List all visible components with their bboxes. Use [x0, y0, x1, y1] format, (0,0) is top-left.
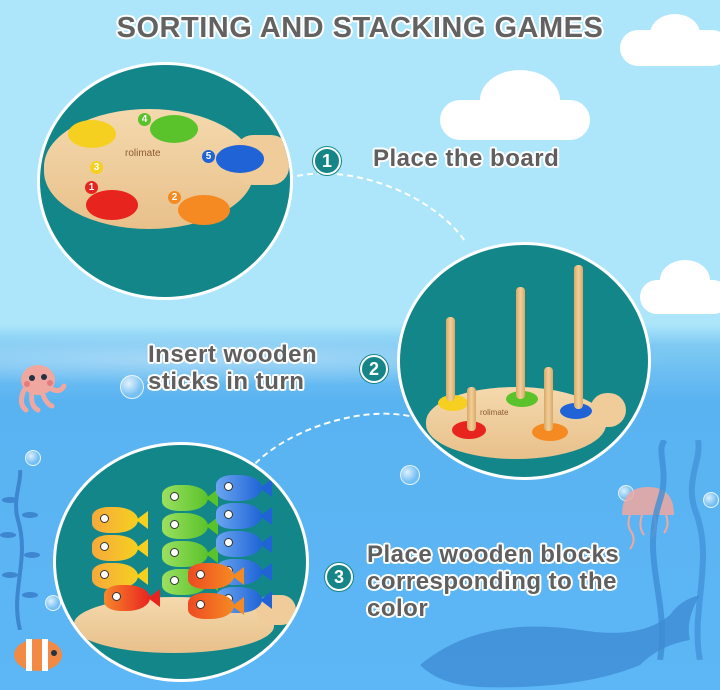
step-1-text: Place the board: [373, 145, 560, 172]
step-2-line-2: sticks in turn: [148, 368, 305, 395]
clownfish-icon: [10, 635, 66, 675]
cloud: [480, 70, 560, 130]
slot-orange: [532, 423, 568, 441]
slot-number-5: 5: [202, 150, 215, 163]
wooden-stick: [467, 387, 476, 431]
fish-block-green: [162, 513, 218, 539]
fish-block-blue: [216, 531, 272, 557]
step-2-photo: rolimate: [397, 242, 651, 480]
whale-icon: [420, 595, 720, 690]
fish-block-green: [162, 541, 218, 567]
slot-yellow: [438, 395, 468, 411]
slot-number-2: 2: [168, 191, 181, 204]
fish-block-red: [104, 585, 160, 611]
octopus-icon: [12, 362, 72, 417]
fish-block-yellow: [92, 563, 148, 589]
seaweed-icon: [0, 469, 40, 631]
slot-orange: [178, 195, 230, 225]
step-3-text: Place wooden blocks corresponding to the…: [367, 541, 619, 622]
slot-green: [506, 391, 538, 407]
brand-logo: rolimate: [125, 148, 161, 159]
fish-block-yellow: [92, 507, 148, 533]
step-3-line-1: Place wooden blocks: [367, 541, 620, 568]
step-1-photo: 1 2 3 4 5 rolimate: [37, 62, 293, 300]
bubble: [400, 465, 420, 485]
step-3-photo: [53, 442, 309, 682]
slot-number-3: 3: [90, 161, 103, 174]
step-2-text: Insert wooden sticks in turn: [148, 341, 317, 395]
bubble: [703, 492, 719, 508]
fish-block-orange: [188, 593, 244, 619]
slot-blue: [560, 403, 592, 419]
wooden-stick: [574, 265, 583, 409]
page-title: SORTING AND STACKING GAMES: [116, 12, 604, 44]
slot-number-1: 1: [85, 181, 98, 194]
bubble: [25, 450, 41, 466]
step-2-line-1: Insert wooden: [148, 341, 318, 368]
fish-block-blue: [216, 503, 272, 529]
slot-blue: [216, 145, 264, 173]
step-3-line-2: corresponding to the: [367, 568, 617, 595]
slot-green: [150, 115, 198, 143]
step-1-badge: 1: [313, 147, 341, 175]
fish-block-orange: [188, 563, 244, 589]
slot-number-4: 4: [138, 113, 151, 126]
fish-block-green: [162, 485, 218, 511]
wooden-stick: [516, 287, 525, 399]
step-3-badge: 3: [325, 563, 353, 591]
board-tail: [590, 393, 626, 427]
fish-block-yellow: [92, 535, 148, 561]
slot-red: [86, 190, 138, 220]
bubble: [120, 375, 144, 399]
fish-block-blue: [216, 475, 272, 501]
step-3-line-3: color: [367, 595, 429, 622]
wooden-stick: [446, 317, 455, 401]
cloud: [660, 260, 710, 300]
cloud: [650, 14, 700, 54]
wooden-stick: [544, 367, 553, 431]
brand-logo: rolimate: [480, 408, 509, 417]
step-2-badge: 2: [360, 355, 388, 383]
slot-yellow: [68, 120, 116, 148]
seaweed-icon: [640, 437, 720, 661]
